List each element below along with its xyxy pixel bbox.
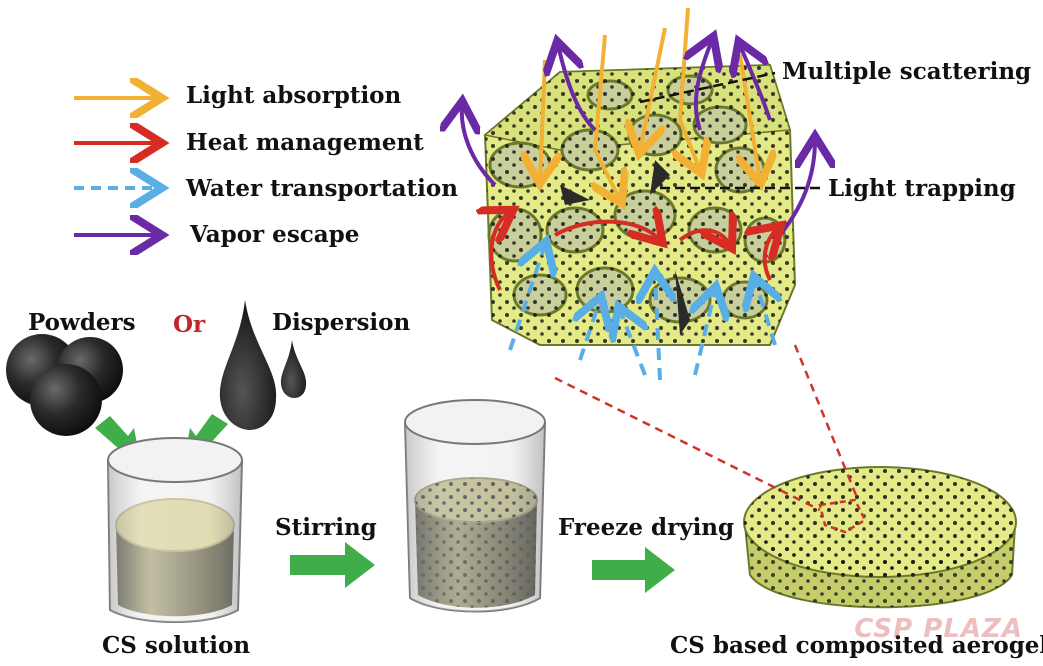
cs-solution-beaker xyxy=(107,437,243,623)
freeze-drying-label: Freeze drying xyxy=(558,514,735,541)
dispersion-label: Dispersion xyxy=(272,309,411,336)
legend-label-heat-management: Heat management xyxy=(186,129,424,156)
multiple-scattering-label: Multiple scattering xyxy=(782,58,1032,85)
legend-arrows xyxy=(74,98,158,235)
water-transportation-arrows xyxy=(508,245,775,381)
watermark: CSP PLAZA xyxy=(854,614,1023,644)
powders-label: Powders xyxy=(28,309,136,336)
legend-label-water-transportation: Water transportation xyxy=(186,175,458,202)
heat-management-arrows xyxy=(491,212,778,291)
cs-solution-label: CS solution xyxy=(102,632,251,659)
or-label: Or xyxy=(173,311,206,338)
aerogel-label: CS based composited aerogel xyxy=(670,632,1043,659)
legend-label-light-absorption: Light absorption xyxy=(186,82,402,109)
dispersion-icon xyxy=(219,300,307,430)
powders-icon xyxy=(6,334,123,436)
stirring-arrow xyxy=(290,542,375,588)
legend-label-vapor-escape: Vapor escape xyxy=(190,221,360,248)
aerogel-cube xyxy=(483,63,797,346)
zoom-connector-left xyxy=(554,376,821,512)
aerogel-disk xyxy=(743,466,1017,609)
zoom-region xyxy=(818,498,867,534)
stirring-label: Stirring xyxy=(275,514,377,541)
freeze-drying-arrow xyxy=(592,547,675,593)
multiple-scattering-leader xyxy=(639,71,776,104)
stirred-beaker xyxy=(404,399,546,613)
light-trapping-label: Light trapping xyxy=(828,175,1016,202)
